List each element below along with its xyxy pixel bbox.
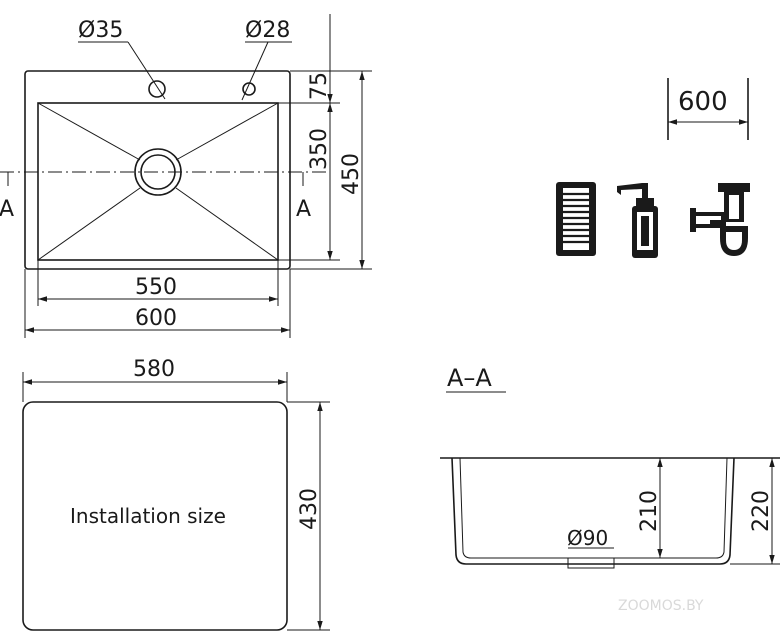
dim-220-text: 220 bbox=[749, 490, 774, 532]
soap-dispenser-icon bbox=[617, 183, 658, 258]
leader-35 bbox=[127, 41, 166, 100]
drain-section bbox=[567, 557, 615, 569]
dim-600-text: 600 bbox=[135, 306, 177, 331]
sink-outline bbox=[24, 70, 291, 270]
watermark: ZOOMOS.BY bbox=[618, 598, 704, 614]
section-title: A–A bbox=[447, 364, 492, 392]
section-mark-right: A bbox=[296, 197, 311, 222]
dim-210-text: 210 bbox=[637, 490, 662, 532]
dim-580-text: 580 bbox=[133, 357, 175, 382]
drain-label: Ø90 bbox=[567, 526, 608, 550]
dim-350-text: 350 bbox=[307, 128, 332, 170]
dim-75-text: 75 bbox=[307, 72, 332, 100]
installation-view: 580 430 Installation size bbox=[22, 357, 330, 631]
slope-line bbox=[37, 187, 141, 261]
top-view: A A Ø35 Ø28 75 350 450 550 600 bbox=[0, 14, 372, 338]
dim-550-text: 550 bbox=[135, 275, 177, 300]
hole-left-label: Ø35 bbox=[78, 18, 123, 43]
slope-line bbox=[175, 187, 279, 261]
strainer-basket-icon bbox=[556, 182, 596, 256]
slope-line bbox=[175, 102, 279, 161]
accessories: 600 bbox=[556, 78, 750, 258]
dim-430-text: 430 bbox=[297, 488, 322, 530]
leader-28 bbox=[241, 41, 269, 101]
section-mark-left: A bbox=[0, 197, 14, 222]
bowl-outline bbox=[37, 102, 279, 261]
siphon-icon bbox=[690, 183, 750, 256]
hole-right-label: Ø28 bbox=[245, 18, 290, 43]
installation-size-label: Installation size bbox=[70, 504, 226, 528]
slope-line bbox=[37, 102, 141, 161]
cutout-outline bbox=[22, 401, 288, 631]
section-view: A–A Ø90 210 220 bbox=[440, 364, 780, 569]
accessory-width-label: 600 bbox=[678, 87, 728, 117]
bowl-section-outer bbox=[451, 457, 735, 565]
dim-450-text: 450 bbox=[339, 153, 364, 195]
tap-hole-35 bbox=[148, 80, 166, 98]
tap-hole-28 bbox=[242, 82, 256, 96]
